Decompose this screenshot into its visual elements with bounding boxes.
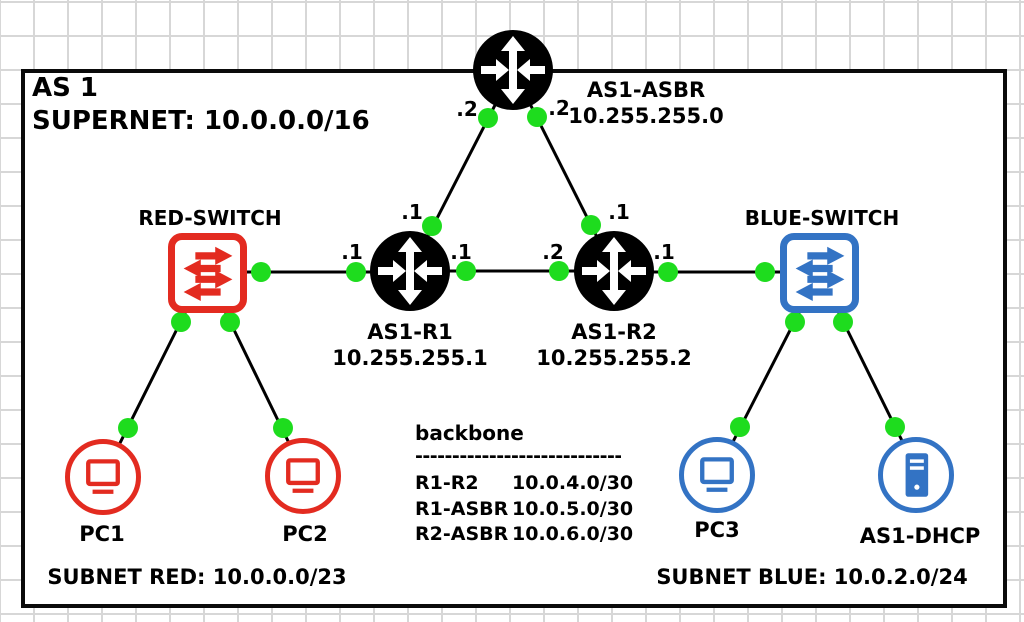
- port-dot-redswitch-to-r1: [251, 262, 271, 282]
- backbone-title: backbone: [415, 421, 524, 445]
- ethernet-switch-icon: [183, 246, 232, 301]
- port-dot-pc2: [273, 418, 293, 438]
- node-label-r2: AS1-R2 10.255.255.2: [536, 319, 691, 371]
- node-router-r1[interactable]: [370, 231, 450, 311]
- port-dot-r1-to-asbr: [422, 216, 442, 236]
- node-label-pc3: PC3: [694, 518, 740, 542]
- ethernet-switch-icon: [795, 246, 844, 301]
- node-label-pc1: PC1: [79, 522, 125, 546]
- port-dot-pc3: [730, 417, 750, 437]
- r1-ip: 10.255.255.1: [332, 346, 488, 370]
- backbone-separator: ----------------------------: [415, 449, 621, 463]
- node-router-r2[interactable]: [574, 231, 654, 311]
- node-dhcp-server[interactable]: [878, 437, 954, 513]
- if-label-r2-to-blue-switch: .1: [653, 240, 675, 264]
- port-dot-blueswitch-to-pc3: [785, 312, 805, 332]
- router-icon: [582, 237, 646, 305]
- asbr-ip: 10.255.255.0: [568, 104, 724, 128]
- if-label-r1-to-red-switch: .1: [341, 240, 363, 264]
- if-label-r1-to-r2: .1: [450, 240, 472, 264]
- r2-name: AS1-R2: [571, 320, 657, 344]
- as-title-line1: AS 1: [32, 73, 98, 103]
- if-label-asbr-to-r2: .2: [548, 96, 570, 120]
- port-dot-asbr-to-r1: [478, 108, 498, 128]
- backbone-table: backbone ---------------------------- R1…: [415, 421, 633, 548]
- backbone-link-name: R1-ASBR: [415, 497, 509, 520]
- port-dot-redswitch-to-pc2: [220, 312, 240, 332]
- port-dot-blueswitch-to-dhcp: [833, 312, 853, 332]
- port-dot-blueswitch-to-r2: [755, 262, 775, 282]
- subnet-red-caption: SUBNET RED: 10.0.0.0/23: [47, 565, 347, 589]
- port-dot-r2-to-r1: [549, 261, 569, 281]
- node-pc1[interactable]: [65, 439, 141, 515]
- node-switch-blue[interactable]: [780, 233, 859, 313]
- node-label-red-switch: RED-SWITCH: [138, 206, 282, 230]
- if-label-asbr-to-r1: .2: [456, 97, 478, 121]
- node-label-pc2: PC2: [282, 522, 328, 546]
- node-pc3[interactable]: [679, 437, 755, 513]
- node-label-r1: AS1-R1 10.255.255.1: [332, 319, 487, 371]
- as-title: AS 1 SUPERNET: 10.0.0.0/16: [32, 72, 370, 138]
- backbone-subnet: 10.0.6.0/30: [512, 523, 634, 545]
- router-icon: [481, 36, 545, 104]
- port-dot-r1-to-redswitch: [346, 262, 366, 282]
- asbr-name: AS1-ASBR: [586, 78, 706, 102]
- backbone-row-r1-r2: R1-R2 10.0.4.0/30: [415, 471, 633, 497]
- node-label-asbr: AS1-ASBR 10.255.255.0: [568, 77, 723, 129]
- node-switch-red[interactable]: [168, 233, 247, 313]
- node-label-blue-switch: BLUE-SWITCH: [744, 206, 900, 230]
- node-pc2[interactable]: [265, 438, 341, 514]
- port-dot-asbr-to-r2: [527, 107, 547, 127]
- port-dot-r1-to-r2: [456, 261, 476, 281]
- backbone-subnet: 10.0.4.0/30: [512, 472, 634, 494]
- pc-monitor-icon: [86, 459, 120, 494]
- pc-monitor-icon: [700, 457, 734, 492]
- r2-ip: 10.255.255.2: [536, 346, 692, 370]
- port-dot-r2-to-asbr: [581, 215, 601, 235]
- pc-monitor-icon: [286, 458, 320, 493]
- if-label-r2-to-asbr: .1: [608, 200, 630, 224]
- port-dot-pc1: [118, 418, 138, 438]
- as1-boundary-box: [21, 69, 1007, 608]
- as-supernet-line: SUPERNET: 10.0.0.0/16: [32, 106, 370, 136]
- subnet-blue-caption: SUBNET BLUE: 10.0.2.0/24: [656, 565, 968, 589]
- backbone-row-r1-asbr: R1-ASBR 10.0.5.0/30: [415, 497, 633, 523]
- backbone-row-r2-asbr: R2-ASBR 10.0.6.0/30: [415, 522, 633, 548]
- server-tower-icon: [905, 453, 929, 497]
- port-dot-r2-to-blueswitch: [658, 262, 678, 282]
- router-icon: [378, 237, 442, 305]
- if-label-r1-to-asbr: .1: [401, 200, 423, 224]
- port-dot-redswitch-to-pc1: [171, 312, 191, 332]
- backbone-link-name: R2-ASBR: [415, 523, 509, 545]
- backbone-link-name: R1-R2: [415, 472, 479, 494]
- port-dot-dhcp: [885, 417, 905, 437]
- if-label-r2-to-r1: .2: [542, 240, 564, 264]
- r1-name: AS1-R1: [367, 320, 453, 344]
- backbone-subnet: 10.0.5.0/30: [512, 497, 634, 520]
- node-router-asbr[interactable]: [473, 30, 553, 110]
- node-label-dhcp: AS1-DHCP: [859, 524, 981, 548]
